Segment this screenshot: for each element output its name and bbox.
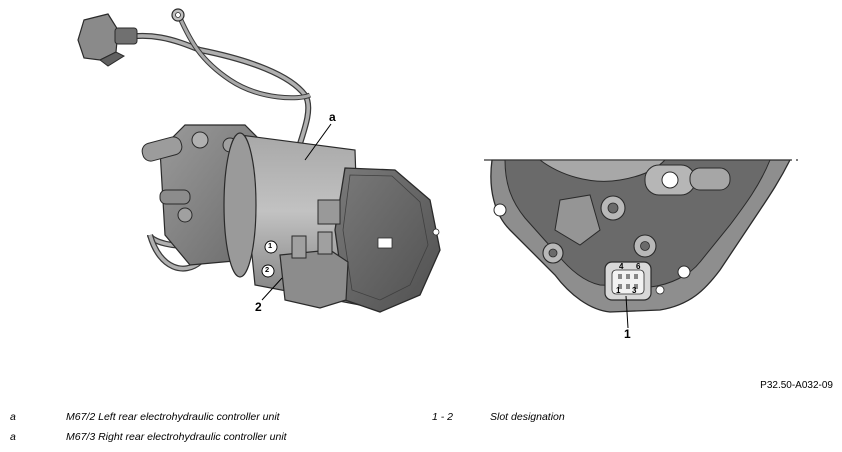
slot-marker-2 xyxy=(261,264,275,278)
pin-label-4: 4 xyxy=(619,262,624,271)
ring-terminal xyxy=(171,8,185,22)
pin-label-3: 3 xyxy=(632,286,637,295)
component-illustration xyxy=(77,8,798,329)
detail-view-drawing xyxy=(484,159,798,329)
legend-text-1: M67/2 Left rear electrohydraulic control… xyxy=(66,411,280,423)
leader-line-2 xyxy=(261,277,283,301)
callout-2: 2 xyxy=(255,300,262,314)
reference-code: P32.50-A032-09 xyxy=(760,380,833,391)
valve-block xyxy=(279,249,349,309)
legend-text-2: M67/3 Right rear electrohydraulic contro… xyxy=(66,431,287,443)
legend-key-2: a xyxy=(10,431,16,443)
legend-key-3: 1 - 2 xyxy=(432,411,454,423)
leader-line-1 xyxy=(625,295,629,329)
callout-slot-2: 2 xyxy=(265,265,270,274)
bolt-upper xyxy=(600,195,626,221)
slot-marker-1 xyxy=(264,240,278,254)
controller-unit-drawing xyxy=(77,8,441,313)
callout-1: 1 xyxy=(624,327,631,341)
mount-hole-left xyxy=(493,203,507,217)
callout-slot-1: 1 xyxy=(268,241,273,250)
connector-plug xyxy=(77,13,138,67)
pin-label-1: 1 xyxy=(616,286,621,295)
callout-a: a xyxy=(329,110,336,124)
bolt-right xyxy=(633,234,657,258)
mount-hole-right xyxy=(677,265,691,279)
bolt-left xyxy=(542,242,564,264)
leader-line-a xyxy=(304,123,332,161)
pin-label-6: 6 xyxy=(636,262,641,271)
legend-text-3: Slot designation xyxy=(490,411,565,423)
connector-socket xyxy=(604,261,652,301)
legend-key-1: a xyxy=(10,411,16,423)
